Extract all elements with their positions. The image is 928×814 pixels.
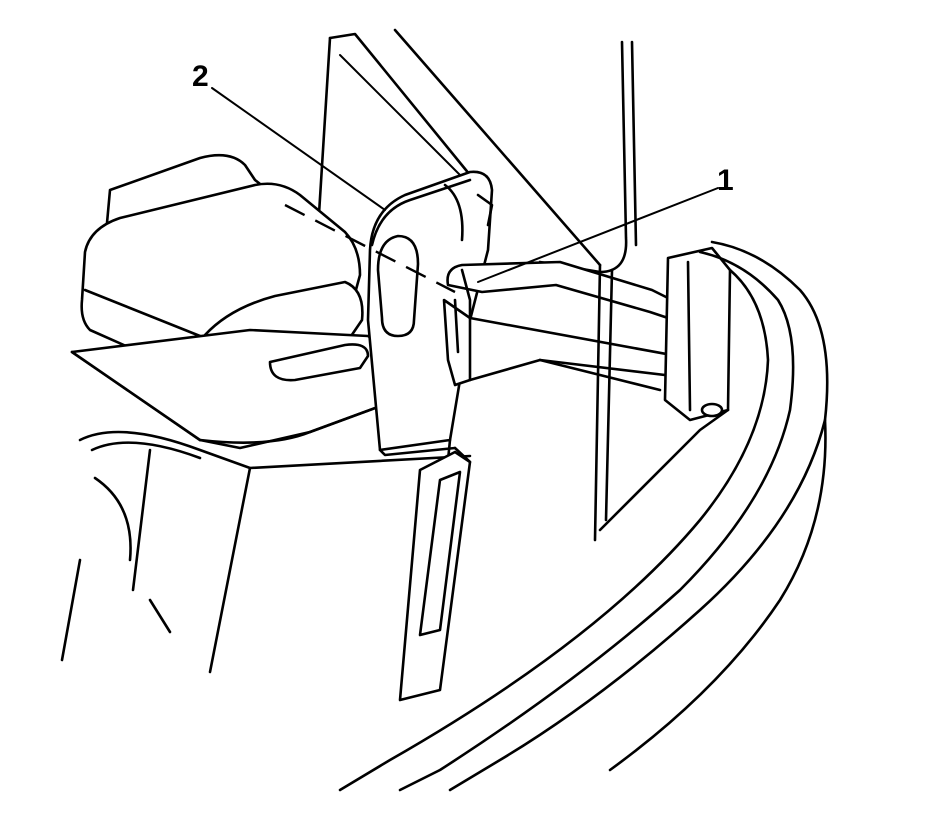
callout-2: 2	[192, 60, 209, 93]
latch-bracket	[366, 170, 494, 462]
mounting-plate	[663, 246, 732, 422]
callout-1: 1	[717, 164, 734, 197]
tray-shelf	[70, 328, 427, 450]
rear-panel	[316, 28, 638, 274]
leader-line-1	[477, 187, 719, 283]
slotted-column	[398, 446, 472, 702]
leader-lines	[211, 87, 719, 283]
leader-line-2	[211, 87, 386, 211]
console-outer-trim	[338, 240, 829, 792]
retaining-clip	[442, 260, 714, 392]
